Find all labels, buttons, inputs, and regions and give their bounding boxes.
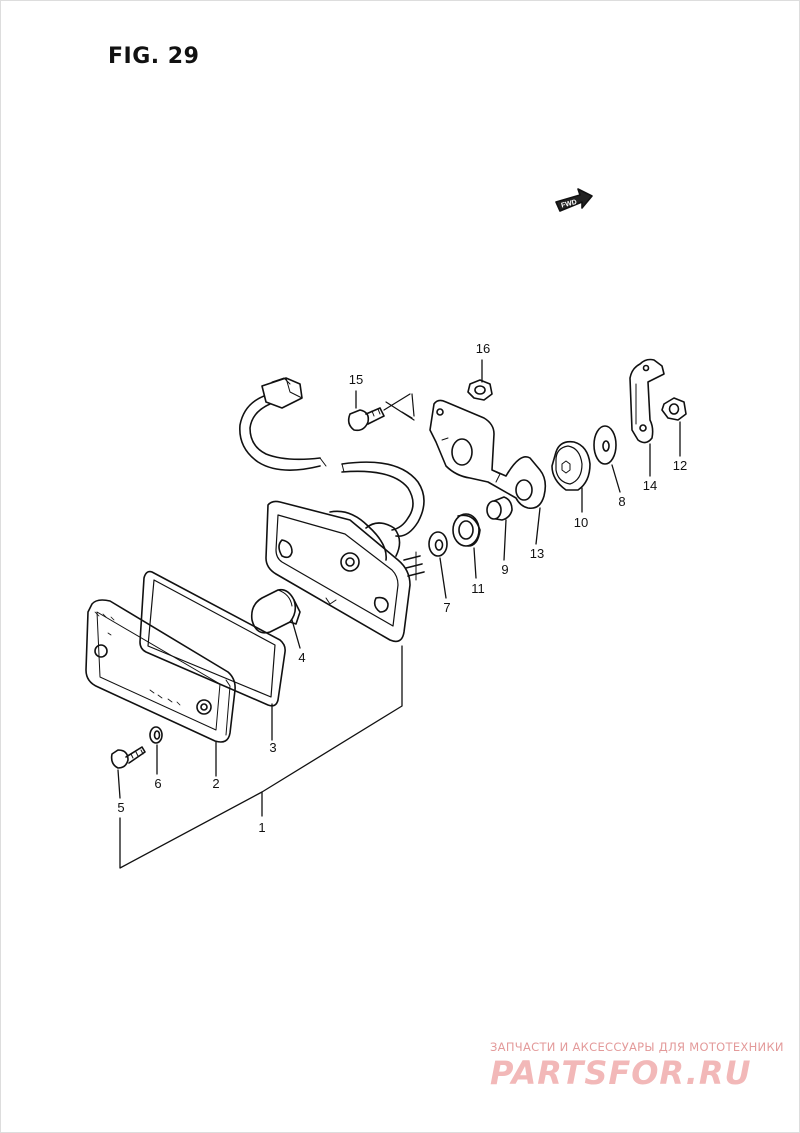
- part-6-washer: [149, 726, 163, 744]
- callout-14: 14: [643, 478, 657, 493]
- callout-6: 6: [154, 776, 161, 791]
- part-13-bracket: [429, 399, 547, 510]
- callout-8: 8: [618, 494, 625, 509]
- callout-9: 9: [501, 562, 508, 577]
- callout-10: 10: [574, 515, 588, 530]
- figure-title: FIG. 29: [108, 44, 200, 69]
- callout-5: 5: [117, 800, 124, 815]
- callout-labels: 1 2 3 4 5 6 7 8 9 10 11 12 13 14 15 16: [117, 341, 687, 835]
- wire-harness: [239, 377, 425, 538]
- part-16-nut: [467, 379, 493, 401]
- callout-7: 7: [443, 600, 450, 615]
- part-14-bracket: [629, 358, 665, 444]
- fwd-arrow-icon: FWD: [555, 188, 593, 212]
- callout-4: 4: [298, 650, 305, 665]
- callout-1: 1: [258, 820, 265, 835]
- watermark-tagline: ЗАПЧАСТИ И АКСЕССУАРЫ ДЛЯ МОТОТЕХНИКИ: [490, 1040, 784, 1054]
- callout-15: 15: [349, 372, 363, 387]
- part-3-gasket: [139, 570, 286, 707]
- part-7-washer: [428, 531, 448, 557]
- watermark-brand: PARTSFOR.RU: [490, 1054, 752, 1092]
- callout-16: 16: [476, 341, 490, 356]
- part-11-grommet: [452, 513, 481, 547]
- part-9-collar: [486, 496, 513, 521]
- part-15-bolt: [347, 407, 385, 432]
- housing: [265, 500, 425, 643]
- part-12-nut: [661, 397, 687, 421]
- part-4-bulb: [250, 588, 301, 634]
- part-8-washer: [593, 425, 617, 465]
- part-2-lens: [85, 599, 236, 743]
- assembly-leader-15: [383, 393, 415, 421]
- leader-lines: [117, 359, 681, 869]
- callout-3: 3: [269, 740, 276, 755]
- part-5-screw: [110, 746, 146, 769]
- callout-2: 2: [212, 776, 219, 791]
- part-10-grommet: [551, 440, 591, 491]
- callout-11: 11: [471, 581, 485, 596]
- callout-13: 13: [530, 546, 544, 561]
- callout-12: 12: [673, 458, 687, 473]
- fwd-label: FWD: [560, 199, 577, 210]
